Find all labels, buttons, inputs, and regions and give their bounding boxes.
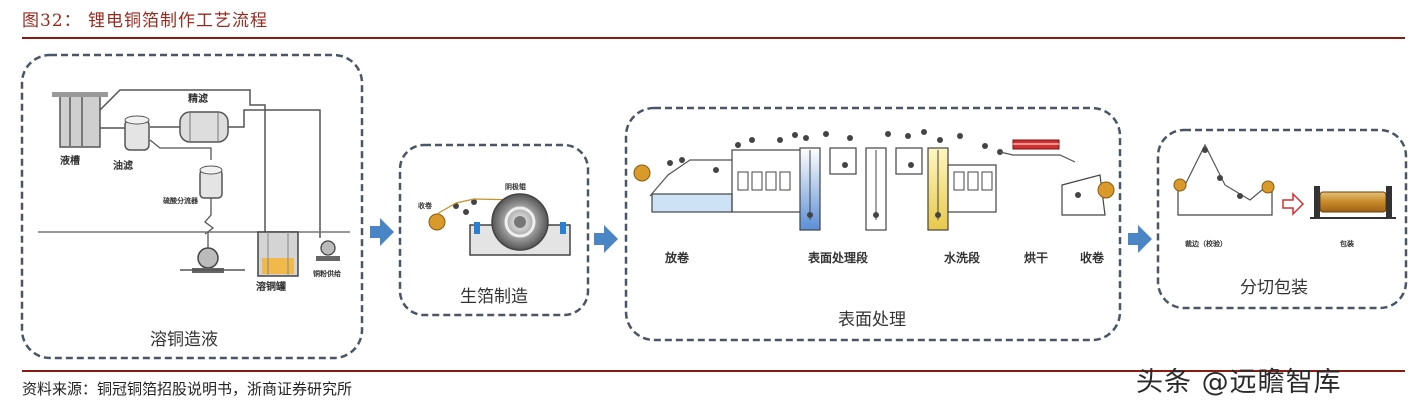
- slit-roll-icon: [1173, 178, 1187, 192]
- stage-box: [624, 106, 1122, 342]
- package-roll-icon: [1319, 191, 1387, 213]
- stage-box: [398, 143, 590, 317]
- liquid-tank-icon: [59, 94, 101, 148]
- pump-icon: [197, 247, 219, 269]
- label-dissolving-tank: 溶铜罐: [256, 280, 286, 293]
- unwind-roll-icon: [633, 164, 651, 182]
- flow-arrow-small-icon: [1282, 192, 1305, 216]
- source-note: 资料来源：铜冠铜箔招股说明书，浙商证券研究所: [22, 380, 353, 398]
- winding-roll-icon: [428, 213, 446, 231]
- figure-title: 图32： 锂电铜箔制作工艺流程: [22, 11, 269, 31]
- label-surface-section: 表面处理段: [807, 250, 869, 265]
- label-fine-filter: 精滤: [188, 92, 208, 105]
- label-slitting: 裁边（校验）: [1185, 239, 1227, 248]
- label-rewind: 收卷: [1080, 250, 1105, 265]
- label-liquid-tank: 液槽: [60, 154, 80, 167]
- stage-dissolve-copper: 液槽 精滤 油滤 硫酸分流器 溶铜罐 铜: [20, 53, 364, 360]
- flow-arrow-icon: [370, 218, 394, 246]
- stage-box: [20, 53, 364, 360]
- stage-label-foil: 生箔制造: [460, 287, 528, 307]
- flow-arrow-icon: [1128, 225, 1152, 253]
- stage-label-dissolve: 溶铜造液: [150, 330, 218, 350]
- stage-surface-treatment: 放卷 表面处理段 水洗段 烘干: [624, 106, 1122, 342]
- label-wash-section: 水洗段: [944, 250, 981, 265]
- stage-label-slitting: 分切包装: [1240, 278, 1308, 298]
- label-acid-splitter: 硫酸分流器: [163, 196, 199, 205]
- copper-supply-icon: [320, 240, 336, 256]
- stage-box: [1156, 128, 1408, 310]
- stage-foil-production: 收卷 阴极辊 生箔制造: [398, 143, 590, 317]
- title-divider: [22, 37, 1405, 39]
- label-unwind: 放卷: [664, 250, 690, 265]
- label-packaging: 包装: [1340, 239, 1354, 248]
- label-dryer: 烘干: [1024, 250, 1048, 265]
- flow-arrow-icon: [594, 225, 618, 253]
- stage-label-surface: 表面处理: [838, 310, 906, 330]
- label-cathode-drum: 阴极辊: [505, 182, 526, 191]
- slit-roll-icon: [1261, 180, 1275, 194]
- stage-slitting-packaging: 裁边（校验） 包装 分切包装: [1156, 128, 1408, 310]
- label-copper-supply: 铜粉供给: [313, 269, 341, 278]
- watermark: 头条 @远瞻智库: [1136, 367, 1342, 398]
- source-divider: [22, 370, 1405, 372]
- fine-filter-icon: [179, 111, 229, 143]
- rewind-roll-icon: [1097, 181, 1115, 199]
- label-oil-filter: 油滤: [113, 159, 133, 172]
- label-winding: 收卷: [418, 201, 433, 210]
